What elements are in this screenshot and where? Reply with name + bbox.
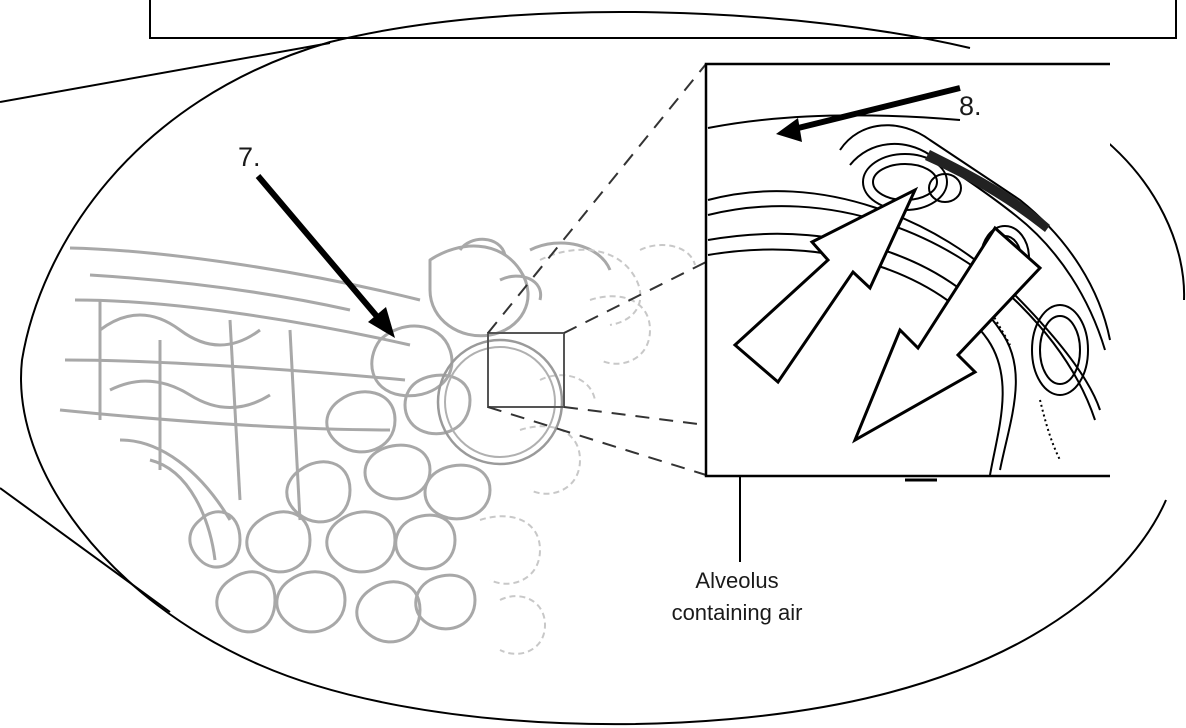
label-7: 7. <box>238 142 261 172</box>
alveolus-label-line1: Alveolus <box>695 568 778 593</box>
top-frame-box <box>150 0 1176 38</box>
label-8: 8. <box>959 91 982 121</box>
alveolus-label-line2: containing air <box>672 600 803 625</box>
callout-line-upper <box>0 43 330 102</box>
faint-alveoli-outline <box>480 245 695 654</box>
inset-box-fill <box>706 64 1110 476</box>
alveolus-ring-outer <box>438 340 562 464</box>
alveolus-ring-inner <box>445 347 555 457</box>
bronchiole-sketch <box>60 239 610 642</box>
callout-line-lower <box>0 488 170 612</box>
arrow-7-shaft <box>258 176 380 320</box>
